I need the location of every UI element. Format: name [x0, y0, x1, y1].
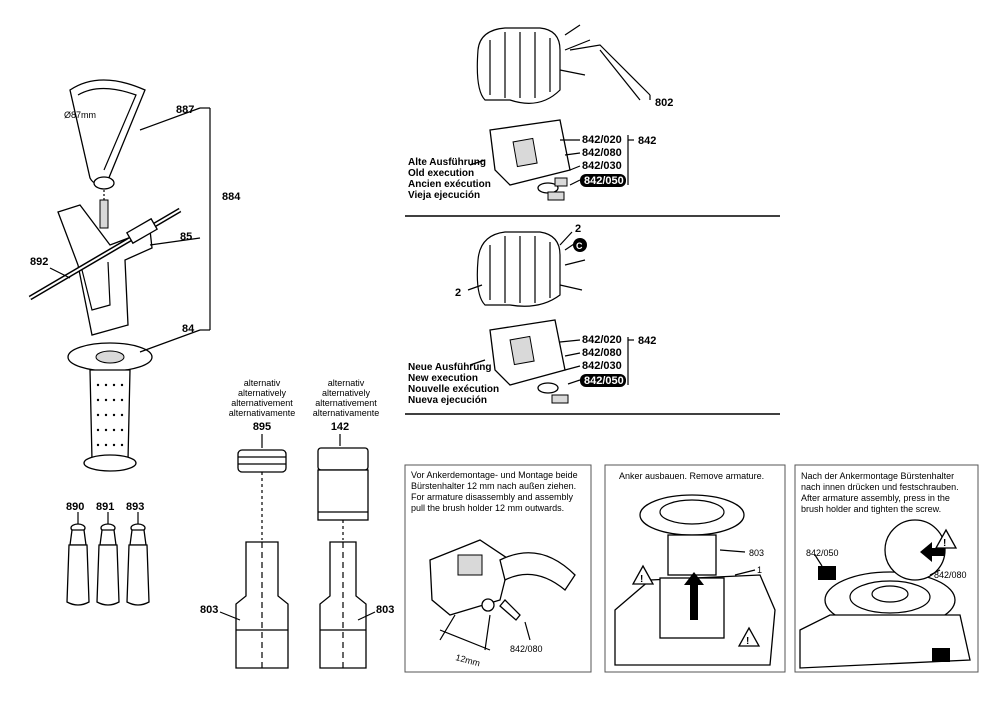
label-842-030-old: 842/030 — [582, 160, 622, 172]
label-895: 895 — [253, 421, 271, 433]
badge-c — [573, 238, 587, 252]
pliers — [499, 552, 576, 591]
panel1-part: 842/080 — [510, 644, 543, 654]
svg-text:!: ! — [640, 574, 643, 585]
panel3-part-050: 842/050 — [806, 548, 839, 558]
label-2-left: 2 — [455, 287, 461, 299]
panel1-line4: pull the brush holder 12 mm outwards. — [411, 503, 564, 513]
label-842-050-new: 842/050 — [584, 375, 624, 387]
brush-left — [818, 566, 836, 580]
instruction-panel-1 — [404, 464, 592, 673]
alt-label-6: alternatively — [322, 388, 371, 398]
alt-label-3: alternativement — [231, 398, 293, 408]
press-arrow — [920, 542, 945, 562]
label-842-050-old: 842/050 — [584, 175, 624, 187]
label-890: 890 — [66, 501, 84, 513]
old-execution-section — [469, 24, 651, 201]
panel1-line3: For armature disassembly and assembly — [411, 492, 574, 502]
new-exec-fr: Nouvelle exécution — [408, 384, 499, 395]
warning-icon-3 — [934, 528, 958, 549]
new-exec-en: New execution — [408, 373, 478, 384]
old-exec-de: Alte Ausführung — [408, 157, 486, 168]
field-coil-new — [476, 231, 561, 307]
label-84: 84 — [182, 323, 195, 335]
instruction-panel-3: ! — [794, 464, 979, 673]
label-803-right: 803 — [376, 604, 394, 616]
clamp-screw — [99, 199, 109, 229]
label-2-top: 2 — [575, 223, 581, 235]
warning-icon-2 — [737, 626, 761, 647]
label-842-020-new: 842/020 — [582, 334, 622, 346]
panel2-line1: Anker ausbauen. Remove armature. — [619, 471, 764, 481]
instruction-panel-2: ! ! — [604, 464, 786, 673]
alt-label-2: alternatively — [238, 388, 287, 398]
brush-spring-new — [537, 382, 559, 394]
sleeve-890 — [66, 523, 90, 606]
old-exec-en: Old execution — [408, 168, 474, 179]
collar-142-top — [317, 447, 369, 471]
fan-disc — [639, 494, 745, 536]
strap-band — [69, 79, 146, 185]
old-exec-es: Vieja ejecución — [408, 190, 480, 201]
panel1-line2: Bürstenhalter 12 mm nach außen ziehen. — [411, 481, 576, 491]
label-c: C — [576, 241, 583, 251]
label-842-020-old: 842/020 — [582, 134, 622, 146]
collar-895 — [237, 449, 287, 473]
strap-clamp — [93, 176, 115, 190]
label-842-old: 842 — [638, 135, 656, 147]
handle-body — [57, 204, 153, 336]
panel3-line1: Nach der Ankermontage Bürstenhalter — [801, 471, 954, 481]
label-842-new: 842 — [638, 335, 656, 347]
svg-text:!: ! — [943, 538, 946, 549]
label-887: 887 — [176, 104, 194, 116]
panel2-part-803: 803 — [749, 548, 764, 558]
auxiliary-handle-assembly — [28, 79, 211, 472]
alt-label-7: alternativement — [315, 398, 377, 408]
label-842-080-old: 842/080 — [582, 147, 622, 159]
alt-label-5: alternativ — [328, 378, 365, 388]
label-85: 85 — [180, 231, 192, 243]
panel3-part-080: 842/080 — [934, 570, 967, 580]
new-exec-es: Nueva ejecución — [408, 395, 487, 406]
badge-842-050-old — [580, 174, 626, 187]
sleeves-group — [66, 512, 150, 606]
label-802: 802 — [655, 97, 673, 109]
alternative-895-column: alternativ alternatively alternativement… — [229, 378, 296, 669]
handle-grip — [89, 369, 131, 466]
armature-core — [667, 534, 717, 576]
sleeve-893 — [126, 523, 150, 606]
panel3-line2: nach innen drücken und festschrauben. — [801, 482, 959, 492]
alt-label-4: alternativamente — [229, 408, 296, 418]
label-diameter: Ø87mm — [64, 110, 96, 120]
up-arrow — [684, 572, 704, 620]
svg-text:!: ! — [746, 636, 749, 647]
label-842-080-new: 842/080 — [582, 347, 622, 359]
label-893: 893 — [126, 501, 144, 513]
new-exec-de: Neue Ausführung — [408, 362, 492, 373]
warning-icon-1 — [631, 564, 655, 585]
new-execution-section — [467, 231, 634, 404]
panel1-line1: Vor Ankerdemontage- und Montage beide — [411, 470, 578, 480]
label-891: 891 — [96, 501, 114, 513]
alt-label-1: alternativ — [244, 378, 281, 388]
label-842-030-new: 842/030 — [582, 360, 622, 372]
label-803-left: 803 — [200, 604, 218, 616]
sleeve-891 — [96, 523, 120, 606]
panel3-line4: brush holder and tighten the screw. — [801, 504, 941, 514]
label-884: 884 — [222, 191, 241, 203]
label-142: 142 — [331, 421, 349, 433]
alternative-142-column: alternativ alternatively alternativement… — [313, 378, 380, 669]
panel3-line3: After armature assembly, press in the — [801, 493, 950, 503]
badge-842-050-new — [580, 374, 626, 387]
panel2-part-1: 1 — [757, 565, 762, 575]
label-892: 892 — [30, 256, 48, 268]
rod-clamp — [125, 217, 159, 245]
brush-right — [932, 648, 950, 662]
alt-label-8: alternativamente — [313, 408, 380, 418]
old-exec-fr: Ancien exécution — [408, 179, 491, 190]
